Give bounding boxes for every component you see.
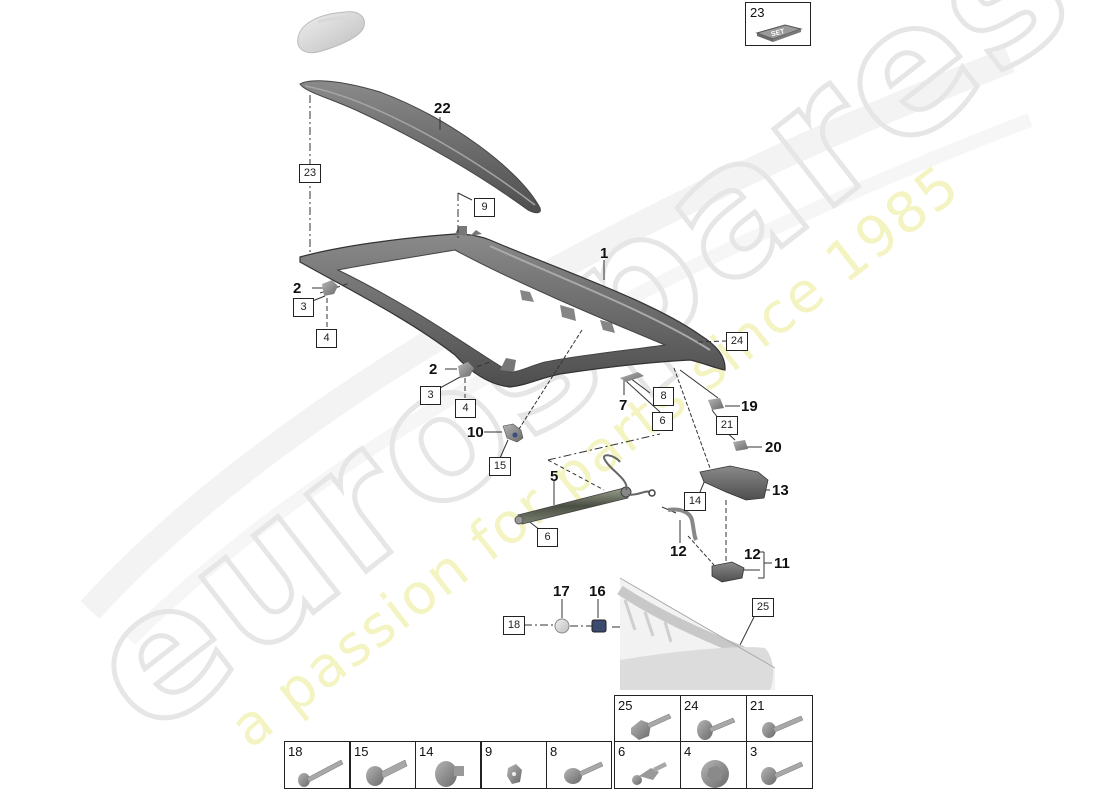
pan-head-bolt-icon — [697, 717, 736, 740]
callout-16[interactable]: 16 — [589, 583, 606, 600]
callout-11[interactable]: 11 — [774, 555, 790, 572]
ref-box-3-upper[interactable]: 3 — [293, 298, 314, 317]
ref-box-18[interactable]: 18 — [503, 616, 525, 635]
ref-box-9[interactable]: 9 — [474, 198, 495, 217]
fastener-number: 21 — [750, 698, 765, 713]
fastener-cell-9[interactable]: 9 — [481, 741, 547, 789]
callout-17[interactable]: 17 — [553, 583, 570, 600]
rear-lid-frame-part-1 — [299, 226, 726, 388]
fastener-cell-18[interactable]: 18 — [284, 741, 350, 789]
callout-20[interactable]: 20 — [765, 439, 782, 456]
bracket-part-10 — [502, 423, 524, 443]
set-tile-number: 23 — [750, 5, 765, 20]
socket-head-bolt-icon — [366, 759, 408, 786]
vehicle-body-inset-part-25 — [617, 577, 776, 690]
callout-2-upper[interactable]: 2 — [293, 280, 302, 297]
fastener-cell-21[interactable]: 21 — [746, 695, 813, 743]
fastener-number: 6 — [618, 744, 626, 759]
cap-part-19 — [708, 398, 724, 410]
callout-2-lower[interactable]: 2 — [429, 361, 438, 378]
pan-head-bolt-icon — [762, 715, 804, 738]
flange-nut-icon — [701, 760, 729, 788]
callout-12-cable[interactable]: 12 — [670, 543, 687, 560]
set-box-icon: SET — [755, 24, 803, 42]
fastener-number: 14 — [419, 744, 434, 759]
pan-head-bolt-icon — [761, 761, 804, 785]
watermark: eurospares a passion for parts since 198… — [46, 0, 1100, 776]
cap-part-20 — [733, 440, 748, 451]
rubber-buffer-icon — [435, 761, 464, 787]
latch-part-13 — [699, 465, 769, 501]
ref-box-4-upper[interactable]: 4 — [316, 329, 337, 348]
watermark-brand: eurospares — [48, 0, 1100, 773]
fastener-number: 9 — [485, 744, 493, 759]
cable-part-12 — [667, 507, 698, 541]
ref-box-23[interactable]: 23 — [299, 164, 321, 183]
fastener-number: 8 — [550, 744, 558, 759]
callout-12-bracket[interactable]: 12 — [744, 546, 761, 563]
fastener-cell-15[interactable]: 15 — [350, 741, 416, 789]
vehicle-silhouette-icon — [297, 11, 365, 54]
ref-box-8[interactable]: 8 — [653, 387, 674, 406]
gas-strut-part-5 — [514, 454, 656, 525]
fastener-cell-25[interactable]: 25 — [614, 695, 681, 743]
callout-22[interactable]: 22 — [434, 100, 451, 117]
spoiler-part-22 — [299, 80, 541, 214]
set-tile-23: 23 SET — [745, 2, 811, 46]
ref-box-15[interactable]: 15 — [489, 457, 511, 476]
fastener-cell-4[interactable]: 4 — [680, 741, 747, 789]
buffer-part-7 — [620, 372, 644, 382]
callout-13[interactable]: 13 — [772, 482, 789, 499]
callout-7[interactable]: 7 — [619, 397, 628, 414]
fastener-cell-24[interactable]: 24 — [680, 695, 747, 743]
set-label: SET — [770, 28, 786, 38]
flange-bolt-icon — [631, 713, 672, 740]
fastener-cell-8[interactable]: 8 — [546, 741, 612, 789]
bracket-part-2-lower — [458, 362, 474, 378]
actuator-part-11 — [711, 561, 745, 583]
ref-box-21[interactable]: 21 — [716, 416, 738, 435]
callout-1[interactable]: 1 — [600, 245, 609, 262]
clip-part-16 — [591, 619, 607, 633]
callout-19[interactable]: 19 — [741, 398, 758, 415]
ref-box-25[interactable]: 25 — [752, 598, 774, 617]
button-head-bolt-icon — [564, 761, 604, 784]
fastener-cell-14[interactable]: 14 — [415, 741, 481, 789]
long-bolt-icon — [298, 759, 344, 787]
bracket-part-2-upper — [322, 280, 338, 296]
fastener-number: 4 — [684, 744, 692, 759]
fastener-cell-3[interactable]: 3 — [746, 741, 813, 789]
ref-box-3-lower[interactable]: 3 — [420, 386, 441, 405]
cone-nut-icon — [507, 764, 522, 784]
callout-5[interactable]: 5 — [550, 468, 559, 485]
fastener-number: 18 — [288, 744, 303, 759]
ref-box-24[interactable]: 24 — [726, 332, 748, 351]
ref-box-6-lower[interactable]: 6 — [537, 528, 558, 547]
callout-10[interactable]: 10 — [467, 424, 484, 441]
ref-box-4-lower[interactable]: 4 — [455, 399, 476, 418]
fastener-number: 25 — [618, 698, 633, 713]
fastener-cell-6[interactable]: 6 — [614, 741, 681, 789]
fastener-number: 24 — [684, 698, 699, 713]
ref-box-6-upper[interactable]: 6 — [652, 412, 673, 431]
ball-stud-icon — [632, 762, 667, 785]
clip-part-17 — [554, 618, 570, 634]
fastener-number: 15 — [354, 744, 369, 759]
fastener-number: 3 — [750, 744, 758, 759]
ref-box-14[interactable]: 14 — [684, 492, 706, 511]
